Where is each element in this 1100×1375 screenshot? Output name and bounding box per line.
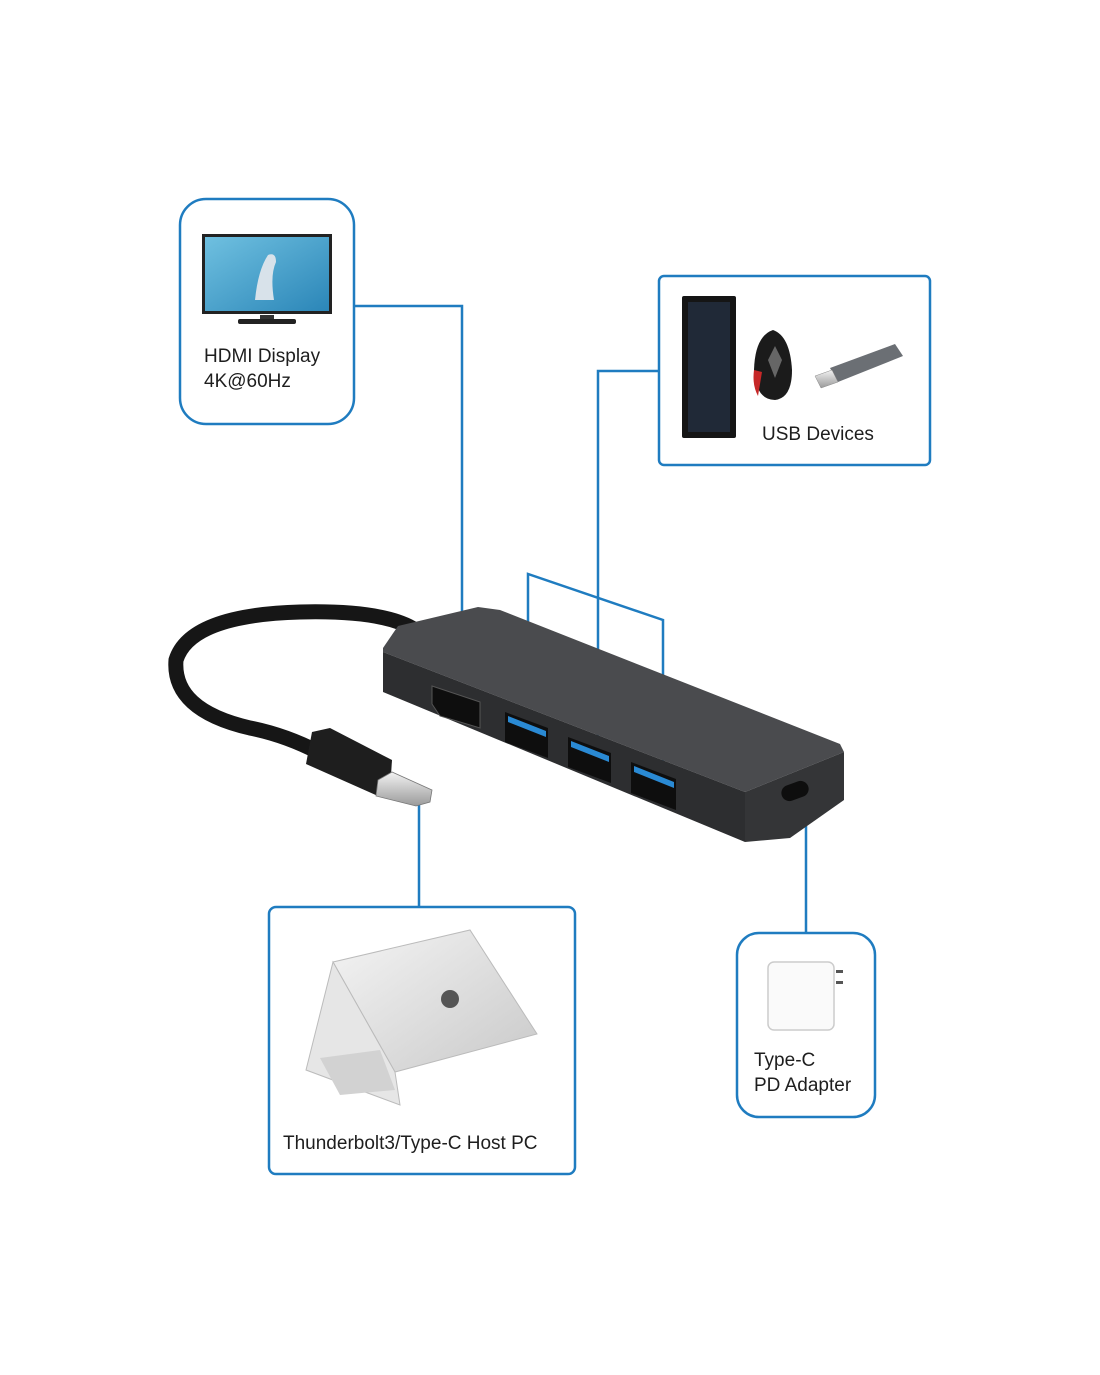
- host-pc-label: Thunderbolt3/Type-C Host PC: [283, 1133, 538, 1154]
- keyboard-icon: [682, 296, 736, 438]
- usb-a-port-2: [568, 737, 611, 783]
- hdmi-port: [431, 685, 481, 729]
- hdmi-label-line2: 4K@60Hz: [204, 371, 291, 392]
- usb-line: [596, 369, 659, 748]
- laptop-icon: [305, 929, 538, 1106]
- host-pc-box: Thunderbolt3/Type-C Host PC: [267, 905, 577, 1176]
- hdmi-display-box: HDMI Display 4K@60Hz: [178, 197, 356, 426]
- pd-adapter-box: Type-C PD Adapter: [735, 931, 877, 1119]
- usb-c-hub: [168, 604, 844, 842]
- charger-icon: [767, 961, 843, 1031]
- hub-body-top: [383, 607, 844, 792]
- usb-c-plug: [306, 728, 433, 807]
- hdmi-label-line1: HDMI Display: [204, 346, 321, 367]
- pd-label-line2: PD Adapter: [754, 1075, 852, 1096]
- usb-c-pd-port: [781, 780, 809, 802]
- usb-c-cable: [168, 604, 420, 760]
- tv-icon: [202, 234, 332, 324]
- usb-stick-icon: [814, 344, 903, 389]
- hdmi-line: [354, 304, 464, 682]
- usb-devices-label: USB Devices: [762, 424, 874, 445]
- pd-label-line1: Type-C: [754, 1050, 815, 1071]
- mouse-icon: [753, 330, 792, 400]
- usb-a-port-1: [505, 712, 548, 758]
- usb-devices-box: USB Devices: [657, 274, 932, 467]
- usb-a-port-3: [631, 762, 676, 810]
